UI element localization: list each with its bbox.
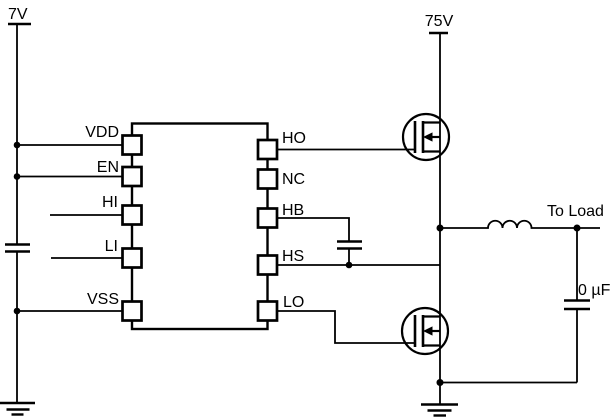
ground-symbol-right [421, 382, 458, 417]
bootstrap-capacitor [337, 240, 362, 250]
mosfet-circle [400, 306, 450, 356]
pin-label-hs: HS [282, 248, 304, 265]
pin-hi [121, 204, 143, 226]
mosfet-circle [401, 112, 451, 162]
junction-dot [436, 379, 444, 386]
pin-label-ho: HO [282, 130, 306, 147]
pin-label-vss: VSS [87, 291, 119, 308]
junction-dot [13, 141, 21, 149]
ic-pins [121, 134, 279, 322]
ic-pin-labels: VDD EN HI LI VSS HO NC HB HS LO [85, 124, 306, 311]
bypass-capacitor [5, 243, 30, 253]
pin-label-li: LI [105, 238, 118, 255]
pin-label-nc: NC [282, 171, 305, 188]
pin-label-vdd: VDD [85, 124, 119, 141]
pin-nc [256, 168, 279, 190]
mosfet-high-side [401, 112, 451, 162]
supply-75v: 75V [425, 13, 454, 35]
left-rail [16, 25, 123, 403]
supply-7v-label: 7V [8, 6, 28, 23]
mosfet-arrow [423, 326, 433, 336]
output-cap-value: 0 µF [578, 282, 611, 299]
junction-dot [436, 224, 444, 232]
supply-7v: 7V [8, 6, 31, 26]
mosfet-low-side [400, 306, 450, 356]
ground-symbol-left [0, 401, 35, 416]
wire-lo-gate [277, 310, 415, 344]
pin-label-en: EN [97, 159, 119, 176]
pin-label-lo: LO [283, 294, 304, 311]
pin-vss [121, 300, 143, 322]
pin-hs [256, 254, 279, 276]
pin-vdd [121, 134, 143, 156]
supply-75v-label: 75V [425, 13, 454, 30]
inductor [440, 219, 600, 229]
junction-dot [13, 307, 21, 315]
pin-ho [256, 138, 279, 161]
pin-label-hi: HI [102, 194, 118, 211]
pin-li [121, 247, 143, 269]
to-load-label: To Load [547, 203, 604, 220]
wire-hb [277, 217, 350, 241]
junction-dot [13, 173, 21, 180]
junction-dot [573, 224, 581, 232]
output-capacitor: 0 µF [564, 282, 611, 311]
output-branch [440, 219, 600, 384]
ic-body [130, 122, 269, 331]
pin-label-hb: HB [282, 202, 304, 219]
pin-lo [256, 300, 279, 322]
junction-dot [345, 261, 353, 269]
right-wires [277, 148, 440, 344]
pin-en [121, 165, 143, 188]
pin-hb [256, 207, 279, 229]
junction-dots [13, 141, 581, 386]
mosfet-arrow [423, 132, 433, 142]
